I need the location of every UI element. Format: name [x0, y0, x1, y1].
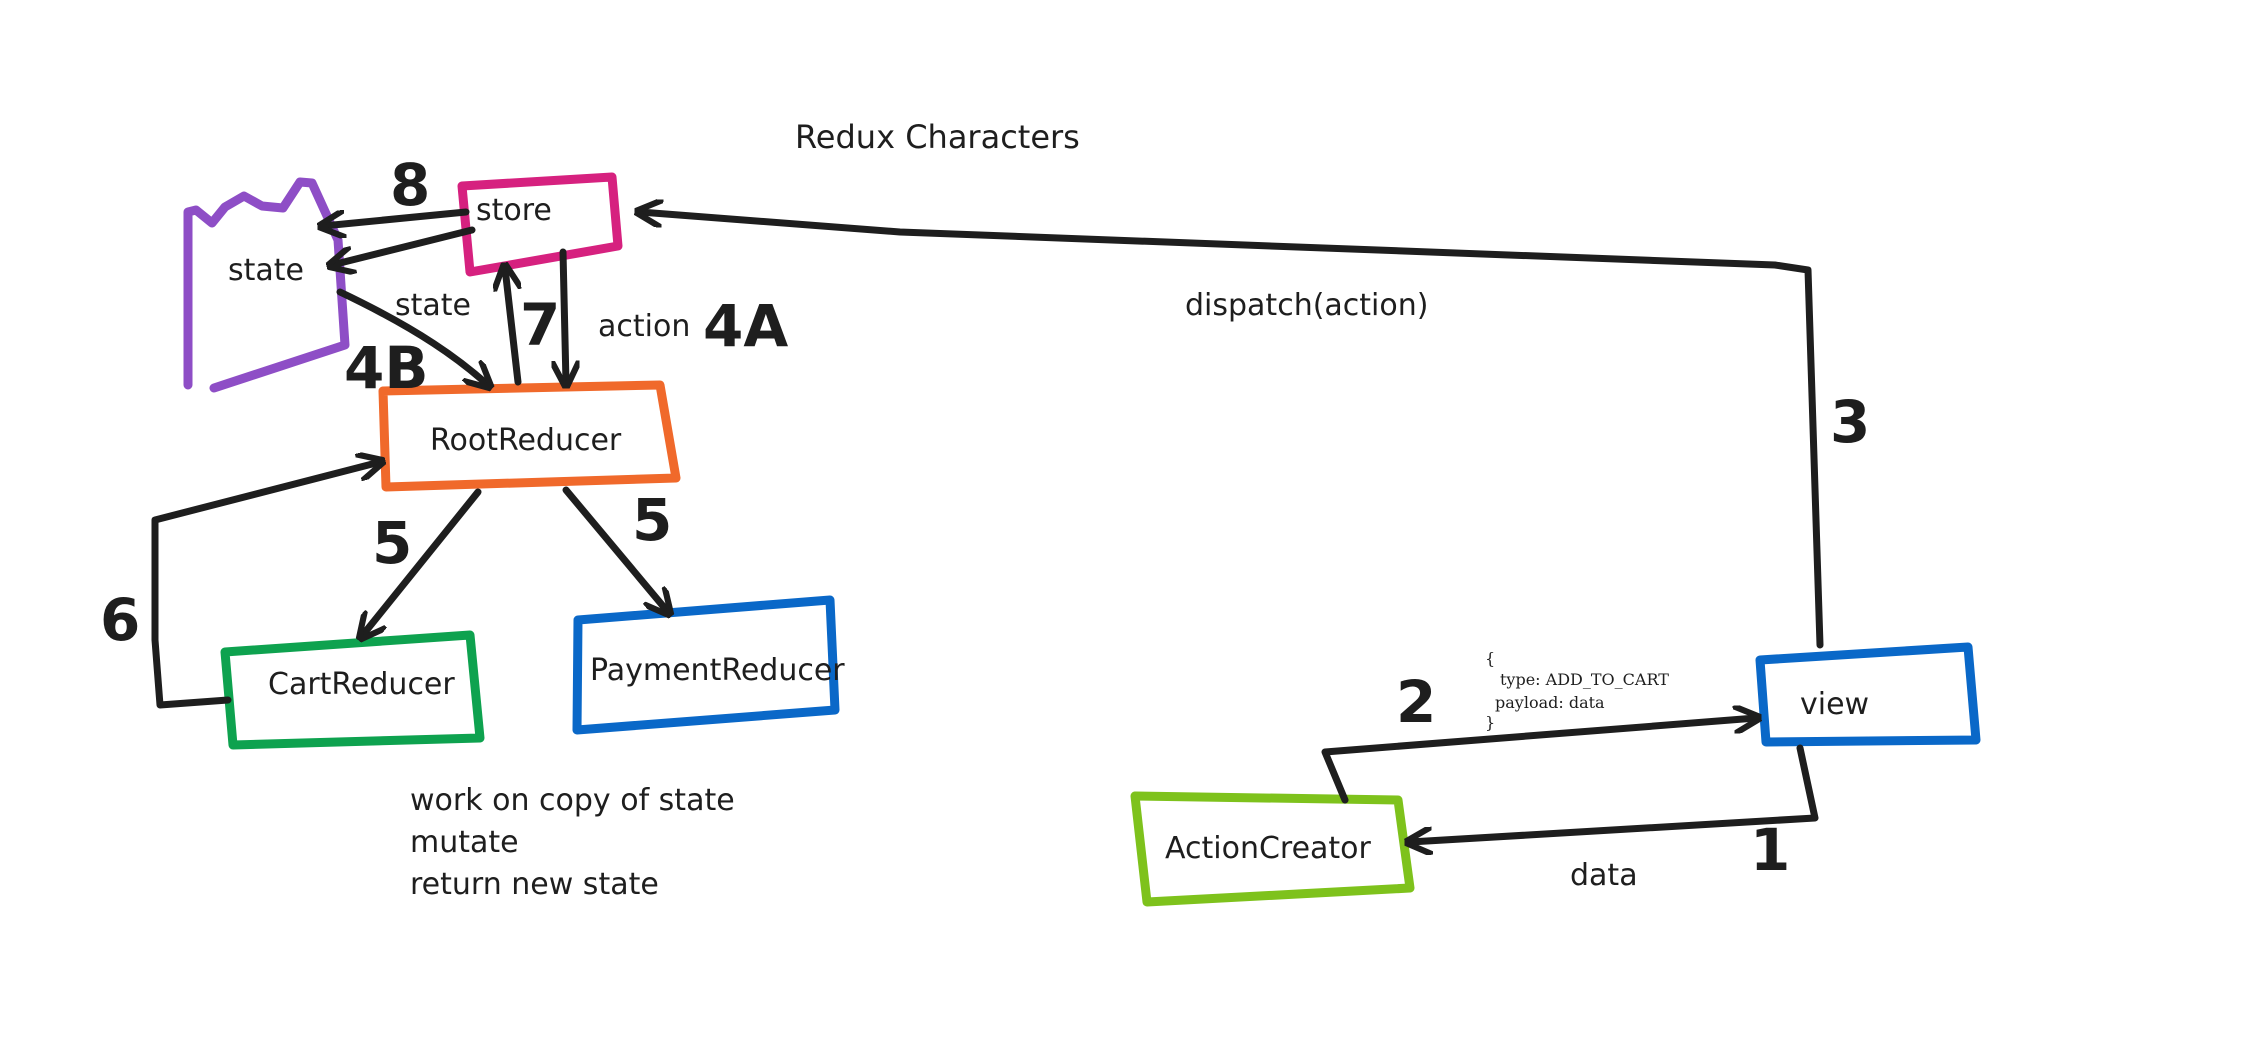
edge-store-to-state-b	[332, 226, 476, 265]
edge-label-data: data	[1570, 858, 1638, 893]
reducer-note-1: work on copy of state	[410, 783, 735, 818]
reducer-note-2: mutate	[410, 825, 519, 860]
cart-reducer-label: CartReducer	[268, 667, 455, 702]
edge-action-creator-to-view	[1321, 718, 1756, 804]
diagram-title: Redux Characters	[795, 118, 1080, 156]
payment-reducer-label: PaymentReducer	[590, 653, 845, 688]
edge-root-to-cart-reducer	[362, 488, 482, 636]
step-number-4b: 4B	[344, 334, 429, 402]
edge-store-to-root-reducer-action	[563, 248, 566, 383]
edge-label-dispatch: dispatch(action)	[1185, 288, 1428, 323]
view-label: view	[1800, 687, 1869, 722]
state-label: state	[228, 253, 304, 288]
state-node: state	[183, 177, 350, 393]
store-label: store	[476, 193, 552, 228]
edge-store-to-state-a	[323, 208, 470, 226]
payload-note-payload: payload: data	[1495, 693, 1605, 712]
edge-root-to-payment-reducer	[562, 486, 668, 612]
view-node: view	[1755, 642, 1981, 747]
payload-note-open: {	[1485, 649, 1495, 668]
action-creator-node: ActionCreator	[1130, 791, 1415, 907]
step-number-7: 7	[520, 291, 560, 359]
cart-reducer-node: CartReducer	[220, 630, 485, 750]
step-number-5-right: 5	[632, 486, 672, 554]
action-creator-label: ActionCreator	[1165, 831, 1372, 866]
reducer-note-3: return new state	[410, 867, 659, 902]
edge-state-to-root-reducer	[336, 288, 488, 385]
reducer-notes: work on copy of state mutate return new …	[410, 783, 735, 902]
edge-label-action: action	[598, 309, 690, 344]
edge-dispatch-to-store	[640, 212, 1824, 649]
step-number-1: 1	[1750, 816, 1790, 884]
store-node: store	[457, 172, 623, 277]
edge-cart-to-root-reducer	[151, 462, 380, 709]
edge-view-to-action-creator	[1410, 744, 1819, 842]
step-number-6: 6	[100, 586, 140, 654]
payload-note-type: type: ADD_TO_CART	[1500, 670, 1669, 689]
payment-reducer-node: PaymentReducer	[572, 595, 845, 735]
edge-label-state: state	[395, 288, 471, 323]
edge-root-reducer-to-store	[505, 268, 522, 386]
step-number-3: 3	[1830, 388, 1870, 456]
root-reducer-label: RootReducer	[430, 423, 622, 458]
step-number-8: 8	[390, 151, 430, 219]
step-number-4a: 4A	[703, 292, 788, 360]
step-number-2: 2	[1396, 668, 1436, 736]
payload-note: { type: ADD_TO_CART payload: data }	[1485, 649, 1669, 732]
step-number-5-left: 5	[372, 509, 412, 577]
payload-note-close: }	[1485, 713, 1495, 732]
